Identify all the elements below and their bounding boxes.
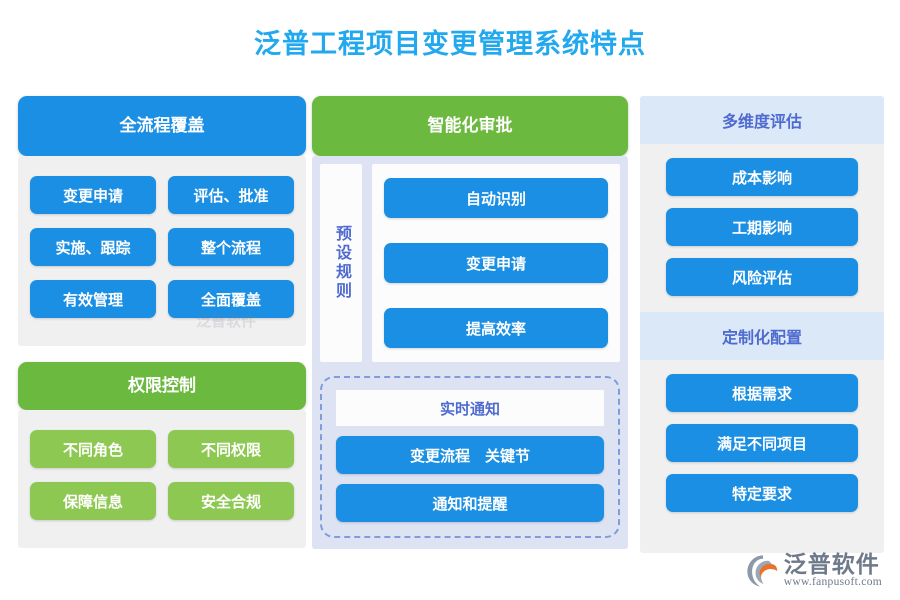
pill-item[interactable]: 保障信息 (30, 482, 156, 520)
pill-list-custom-configuration: 根据需求 满足不同项目 特定要求 (640, 360, 884, 528)
pill-item[interactable]: 全面覆盖 (168, 280, 294, 318)
pill-item[interactable]: 特定要求 (666, 474, 858, 512)
fanpu-swoosh-icon (747, 555, 778, 587)
pill-grid-permission-control: 不同角色 不同权限 保障信息 安全合规 (30, 430, 294, 520)
logo-text-block: 泛普软件 www.fanpusoft.com (784, 552, 882, 588)
evaluation-config-panel: 多维度评估 成本影响 工期影响 风险评估 定制化配置 根据需求 满足不同项目 特… (640, 96, 884, 553)
section-header-full-process: 全流程覆盖 (18, 96, 306, 156)
preset-rules-vertical-label: 预设规则 (320, 164, 362, 362)
pill-item[interactable]: 风险评估 (666, 258, 858, 296)
pill-item[interactable]: 提高效率 (384, 308, 608, 348)
pill-item[interactable]: 不同权限 (168, 430, 294, 468)
pill-item[interactable]: 变更流程 关键节 (336, 436, 604, 474)
approval-pill-stack: 自动识别 变更申请 提高效率 (372, 164, 620, 362)
pill-item[interactable]: 整个流程 (168, 228, 294, 266)
section-body-full-process: 变更申请 评估、批准 实施、跟踪 整个流程 有效管理 全面覆盖 (18, 156, 306, 346)
section-header-custom-configuration: 定制化配置 (640, 312, 884, 360)
page-title: 泛普工程项目变更管理系统特点 (254, 29, 646, 59)
section-body-permission-control: 不同角色 不同权限 保障信息 安全合规 (18, 410, 306, 548)
pill-grid-full-process: 变更申请 评估、批准 实施、跟踪 整个流程 有效管理 全面覆盖 (30, 176, 294, 318)
section-header-intelligent-approval: 智能化审批 (312, 96, 628, 156)
logo-company-name: 泛普软件 (783, 550, 880, 577)
pill-item[interactable]: 评估、批准 (168, 176, 294, 214)
pill-item[interactable]: 变更申请 (384, 243, 608, 283)
pill-item[interactable]: 根据需求 (666, 374, 858, 412)
pill-item[interactable]: 实施、跟踪 (30, 228, 156, 266)
approval-upper-row: 预设规则 自动识别 变更申请 提高效率 (320, 164, 620, 362)
realtime-notify-group: 实时通知 变更流程 关键节 通知和提醒 (320, 376, 620, 538)
pill-item[interactable]: 变更申请 (30, 176, 156, 214)
pill-list-multi-dimension-evaluation: 成本影响 工期影响 风险评估 (640, 144, 884, 312)
pill-item[interactable]: 有效管理 (30, 280, 156, 318)
pill-item[interactable]: 满足不同项目 (666, 424, 858, 462)
pill-item[interactable]: 安全合规 (168, 482, 294, 520)
logo-website-url: www.fanpusoft.com (783, 576, 882, 588)
pill-item[interactable]: 成本影响 (666, 158, 858, 196)
pill-item[interactable]: 工期影响 (666, 208, 858, 246)
section-header-permission-control: 权限控制 (18, 362, 306, 410)
pill-item[interactable]: 不同角色 (30, 430, 156, 468)
pill-item[interactable]: 通知和提醒 (336, 484, 604, 522)
realtime-notify-title: 实时通知 (336, 390, 604, 426)
section-body-intelligent-approval: 预设规则 自动识别 变更申请 提高效率 实时通知 变更流程 关键节 通知和提醒 (312, 156, 628, 549)
pill-item[interactable]: 自动识别 (384, 178, 608, 218)
brand-logo: 泛普软件 www.fanpusoft.com (746, 552, 882, 588)
section-header-multi-dimension-evaluation: 多维度评估 (640, 96, 884, 144)
